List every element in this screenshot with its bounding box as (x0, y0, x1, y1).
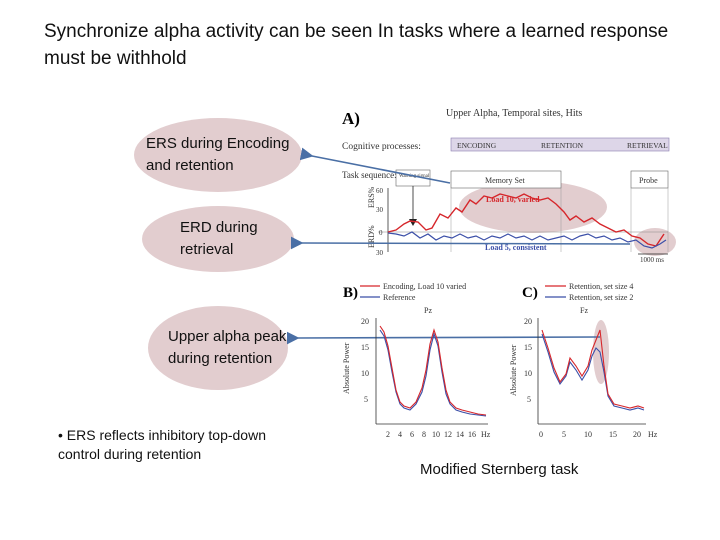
panel-b-xtick-16: 16 (468, 430, 476, 439)
memory-set-text: Memory Set (485, 176, 526, 185)
memory-set-box (450, 170, 562, 189)
panel-c-letter: C) (522, 285, 538, 301)
bubble-upper-alpha-text: Upper alpha peak during retention (168, 328, 287, 367)
panel-b-ylabel: Absolute Power (342, 342, 351, 394)
tick-30-erd: 30 (376, 249, 384, 257)
arrow-erd (290, 236, 631, 250)
panel-c-xtick-0: 0 (539, 430, 543, 439)
panel-b-xtick-6: 6 (410, 430, 414, 439)
stage-retention: RETENTION (541, 141, 584, 150)
panel-b-ytick-10: 10 (361, 369, 369, 378)
panel-b-reference-curve (379, 329, 487, 417)
panel-c-ylabel: Absolute Power (509, 344, 518, 396)
bubble-upper-alpha: Upper alpha peak during retention (148, 306, 288, 390)
load10-curve (387, 193, 665, 247)
bullet-text: • ERS reflects inhibitory top-down contr… (58, 427, 266, 462)
panel-b-legend-2: Reference (383, 293, 416, 302)
bubble-erd-retrieval-text: ERD during retrieval (180, 219, 258, 258)
panel-c-xtick-15: 15 (609, 430, 617, 439)
panel-c-set4-curve (541, 329, 645, 409)
panel-c-xtick-10: 10 (584, 430, 592, 439)
arrow-ers (299, 147, 451, 184)
tick-0: 0 (379, 229, 383, 237)
panel-a-cog-label: Cognitive processes: (342, 142, 421, 152)
panel-b-legend-1: Encoding, Load 10 varied (383, 282, 466, 291)
load5-curve (387, 231, 667, 249)
slide-title: Synchronize alpha activity can be seen I… (44, 21, 669, 69)
panel-c-site: Fz (580, 306, 588, 315)
task-sequence-label: Task sequence: (342, 170, 397, 180)
probe-text: Probe (639, 176, 658, 185)
bubble-erd-retrieval: ERD during retrieval (142, 206, 294, 272)
timebar-label: 1000 ms (640, 256, 664, 264)
panel-b-letter: B) (343, 285, 358, 301)
panel-b-xtick-12: 12 (444, 430, 452, 439)
panel-a-letter: A) (342, 109, 360, 128)
panel-b-xtick-14: 14 (456, 430, 464, 439)
panel-b-xtick-2: 2 (386, 430, 390, 439)
bubble-ers-encoding: ERS during Encoding and retention (134, 118, 302, 192)
panel-c-legend-2: Retention, set size 2 (569, 293, 633, 302)
panel-c-set2-curve (541, 333, 645, 411)
panel-a-heading: Upper Alpha, Temporal sites, Hits (446, 108, 582, 119)
panel-c-ytick-15: 15 (524, 343, 532, 352)
panel-c-ytick-10: 10 (524, 369, 532, 378)
erd-label: ERD% (367, 225, 376, 248)
ers-label: ERS% (367, 186, 376, 208)
arrow-peak (286, 331, 601, 345)
load10-label: Load 10, varied (486, 195, 540, 204)
tick-30-ers: 30 (376, 206, 384, 214)
load5-label: Load 5, consistent (485, 243, 547, 252)
panel-b-ytick-5: 5 (364, 395, 368, 404)
probe-box (630, 170, 669, 189)
panel-b-xtick-4: 4 (398, 430, 402, 439)
panel-b-xunit: Hz (481, 430, 491, 439)
panel-b-ytick-20: 20 (361, 317, 369, 326)
highlight-ellipse-retrieval (634, 228, 676, 256)
panel-c-xtick-5: 5 (562, 430, 566, 439)
panel-b-xtick-8: 8 (422, 430, 426, 439)
stage-retrieval: RETRIEVAL (627, 141, 668, 150)
panel-b-ytick-15: 15 (361, 343, 369, 352)
stage-bar (450, 137, 670, 152)
tick-60: 60 (376, 187, 384, 195)
panel-b-encoding-curve (379, 325, 487, 416)
bubble-ers-encoding-text: ERS during Encoding and retention (146, 135, 290, 174)
panel-c-xtick-20: 20 (633, 430, 641, 439)
panel-b-xtick-10: 10 (432, 430, 440, 439)
stage-encoding: ENCODING (457, 141, 497, 150)
panel-c-ytick-20: 20 (524, 317, 532, 326)
panel-c-ytick-5: 5 (527, 395, 531, 404)
panel-b-site: Pz (424, 306, 432, 315)
highlight-ellipse-peak (593, 320, 609, 384)
panel-c-legend-1: Retention, set size 4 (569, 282, 633, 291)
highlight-ellipse-retention (459, 181, 607, 233)
figure-caption: Modified Sternberg task (420, 461, 579, 478)
panel-c-xunit: Hz (648, 430, 658, 439)
